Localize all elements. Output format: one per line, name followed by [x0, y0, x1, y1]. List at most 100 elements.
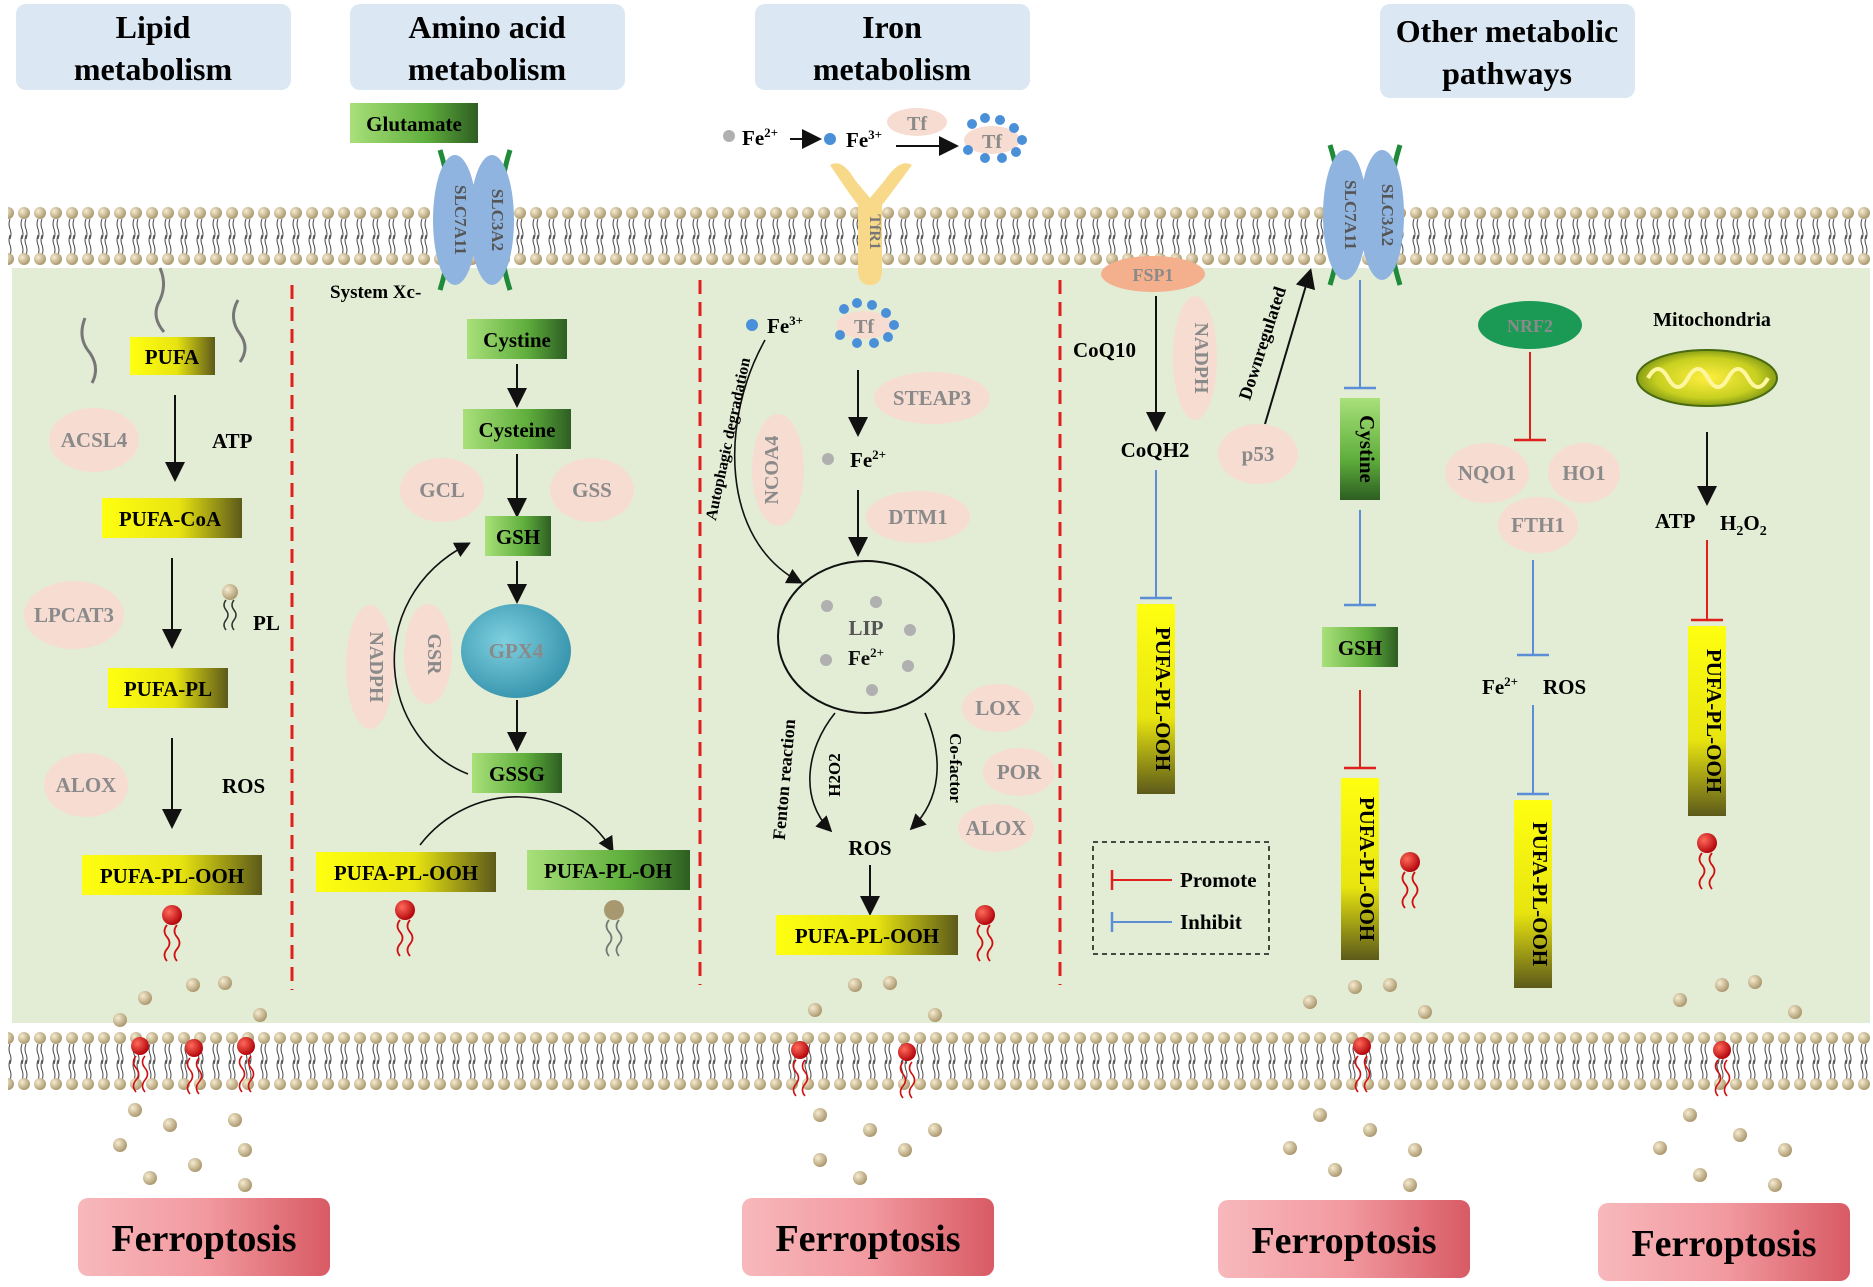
svg-text:LIP: LIP: [848, 616, 883, 640]
svg-text:Fe2+: Fe2+: [742, 125, 778, 150]
pufa-pl-oh-box: PUFA-PL-OH: [527, 850, 690, 890]
svg-text:NQO1: NQO1: [1458, 461, 1516, 485]
mitochondria-label: Mitochondria: [1653, 309, 1771, 331]
lox-ellipse: LOX: [962, 684, 1034, 732]
pufa-box: PUFA: [130, 337, 215, 375]
autophagic-arrow: [733, 339, 803, 584]
svg-text:metabolism: metabolism: [408, 51, 567, 87]
svg-text:SLC7A11: SLC7A11: [451, 185, 470, 255]
svg-text:PUFA-PL-OOH: PUFA-PL-OOH: [795, 924, 939, 948]
svg-text:PUFA-PL-OOH: PUFA-PL-OOH: [1528, 822, 1552, 966]
dtm1-ellipse: DTM1: [866, 491, 970, 543]
cystine-vbox-other: Cystine: [1340, 398, 1380, 500]
alox-ellipse-iron: ALOX: [958, 804, 1034, 852]
svg-text:NCOA4: NCOA4: [761, 436, 783, 505]
lpcat3-ellipse: LPCAT3: [24, 581, 124, 649]
fe2-extracellular: Fe2+: [723, 125, 778, 150]
svg-text:SLC7A11: SLC7A11: [1341, 180, 1360, 250]
system-xc-transporter: SLC7A11 SLC3A2: [433, 149, 514, 291]
alox-ellipse-lipid: ALOX: [44, 753, 128, 817]
svg-text:ALOX: ALOX: [56, 773, 117, 797]
svg-text:Fe3+: Fe3+: [846, 127, 882, 152]
svg-text:Cystine: Cystine: [483, 328, 551, 352]
upper-membrane: [8, 205, 1870, 267]
mitochondria-icon: [1636, 349, 1778, 407]
svg-text:Ferroptosis: Ferroptosis: [1631, 1223, 1816, 1265]
pufa-pl-ooh-box-lipid: PUFA-PL-OOH: [82, 855, 262, 895]
fe3-intracellular: Fe3+: [746, 313, 803, 338]
nadph-ellipse-amino: NADPH: [346, 605, 394, 729]
ros-label-iron: ROS: [848, 836, 891, 860]
fe2-intracellular: Fe2+: [822, 447, 886, 472]
gpx4-reduction-arrow: [419, 796, 614, 853]
svg-text:PUFA-PL-OOH: PUFA-PL-OOH: [100, 864, 244, 888]
acsl4-ellipse: ACSL4: [49, 408, 139, 472]
ho1-ellipse: HO1: [1548, 443, 1620, 503]
pl-label: PL: [253, 611, 280, 635]
legend-inhibit: Inhibit: [1180, 910, 1242, 934]
svg-text:Amino acid: Amino acid: [408, 9, 566, 45]
svg-text:p53: p53: [1242, 442, 1275, 466]
cysteine-box: Cysteine: [463, 409, 571, 449]
svg-text:GSR: GSR: [423, 633, 445, 675]
gsr-recycle-arrow: [393, 542, 471, 775]
svg-text:STEAP3: STEAP3: [893, 386, 971, 410]
svg-text:POR: POR: [997, 760, 1042, 784]
atp-label-lipid: ATP: [212, 429, 253, 453]
pufa-pl-ooh-vbox-mito: PUFA-PL-OOH: [1688, 626, 1726, 816]
svg-text:Iron: Iron: [862, 9, 922, 45]
glutamate-box: Glutamate: [350, 103, 478, 143]
svg-text:SLC3A2: SLC3A2: [488, 189, 507, 251]
gsh-box-amino: GSH: [485, 516, 551, 556]
svg-text:Fe2+: Fe2+: [850, 447, 886, 472]
pufa-coa-box: PUFA-CoA: [102, 498, 242, 538]
fe3-extracellular: Fe3+: [824, 127, 882, 152]
inhibit-ros-other: [1517, 705, 1549, 796]
ros-label-other: ROS: [1543, 675, 1586, 699]
system-xc-transporter-other: SLC7A11 SLC3A2: [1323, 144, 1404, 286]
fth1-ellipse: FTH1: [1498, 497, 1578, 553]
nadph-ellipse-other: NADPH: [1173, 296, 1217, 420]
svg-text:LPCAT3: LPCAT3: [34, 603, 114, 627]
fe2-label-other: Fe2+: [1482, 674, 1518, 699]
svg-text:PUFA-PL-OOH: PUFA-PL-OOH: [1702, 649, 1726, 793]
gss-ellipse: GSS: [550, 458, 634, 522]
oxidized-lipid-icon-amino: [395, 900, 415, 957]
cofactor-arrow: [909, 712, 938, 831]
svg-text:PUFA-PL: PUFA-PL: [124, 677, 212, 701]
inhibit-cystine-other: [1344, 280, 1376, 390]
tf-ellipse-extracellular: Tf: [887, 108, 947, 136]
svg-text:ALOX: ALOX: [966, 816, 1027, 840]
svg-text:PUFA-CoA: PUFA-CoA: [119, 507, 222, 531]
promote-nrf2: [1514, 352, 1546, 442]
oxidized-lipid-icon-iron: [975, 905, 995, 962]
p53-ellipse: p53: [1218, 424, 1298, 484]
header-lipid: Lipid metabolism: [16, 4, 291, 90]
svg-text:Tf: Tf: [982, 131, 1002, 153]
svg-text:PUFA-PL-OOH: PUFA-PL-OOH: [334, 861, 478, 885]
gcl-ellipse: GCL: [400, 458, 484, 522]
svg-text:GSH: GSH: [496, 525, 540, 549]
svg-text:Other metabolic: Other metabolic: [1396, 13, 1618, 49]
svg-text:Tf: Tf: [854, 316, 874, 338]
svg-text:PUFA-PL-OOH: PUFA-PL-OOH: [1151, 627, 1175, 771]
h2o2-label-other: H2O2: [1720, 511, 1767, 539]
atp-label-other: ATP: [1655, 509, 1696, 533]
svg-text:TfR1: TfR1: [866, 214, 883, 250]
pufa-pl-ooh-box-iron: PUFA-PL-OOH: [776, 915, 958, 955]
gpx4-ellipse: GPX4: [461, 604, 571, 698]
svg-text:Fe2+: Fe2+: [848, 645, 884, 670]
pufa-pl-ooh-vbox-gsh: PUFA-PL-OOH: [1341, 778, 1379, 960]
svg-text:FTH1: FTH1: [1511, 513, 1565, 537]
pufa-pl-box: PUFA-PL: [108, 668, 228, 708]
svg-text:GSSG: GSSG: [489, 762, 545, 786]
header-iron: Iron metabolism: [755, 4, 1030, 90]
pufa-pl-ooh-box-amino: PUFA-PL-OOH: [316, 852, 496, 892]
promote-gsh-pufa: [1344, 690, 1376, 770]
svg-text:HO1: HO1: [1562, 461, 1605, 485]
nrf2-ellipse: NRF2: [1478, 301, 1582, 349]
cystine-box-amino: Cystine: [467, 319, 567, 359]
svg-text:SLC3A2: SLC3A2: [1378, 184, 1397, 246]
promote-h2o2: [1691, 540, 1723, 622]
gsh-box-other: GSH: [1322, 627, 1398, 667]
